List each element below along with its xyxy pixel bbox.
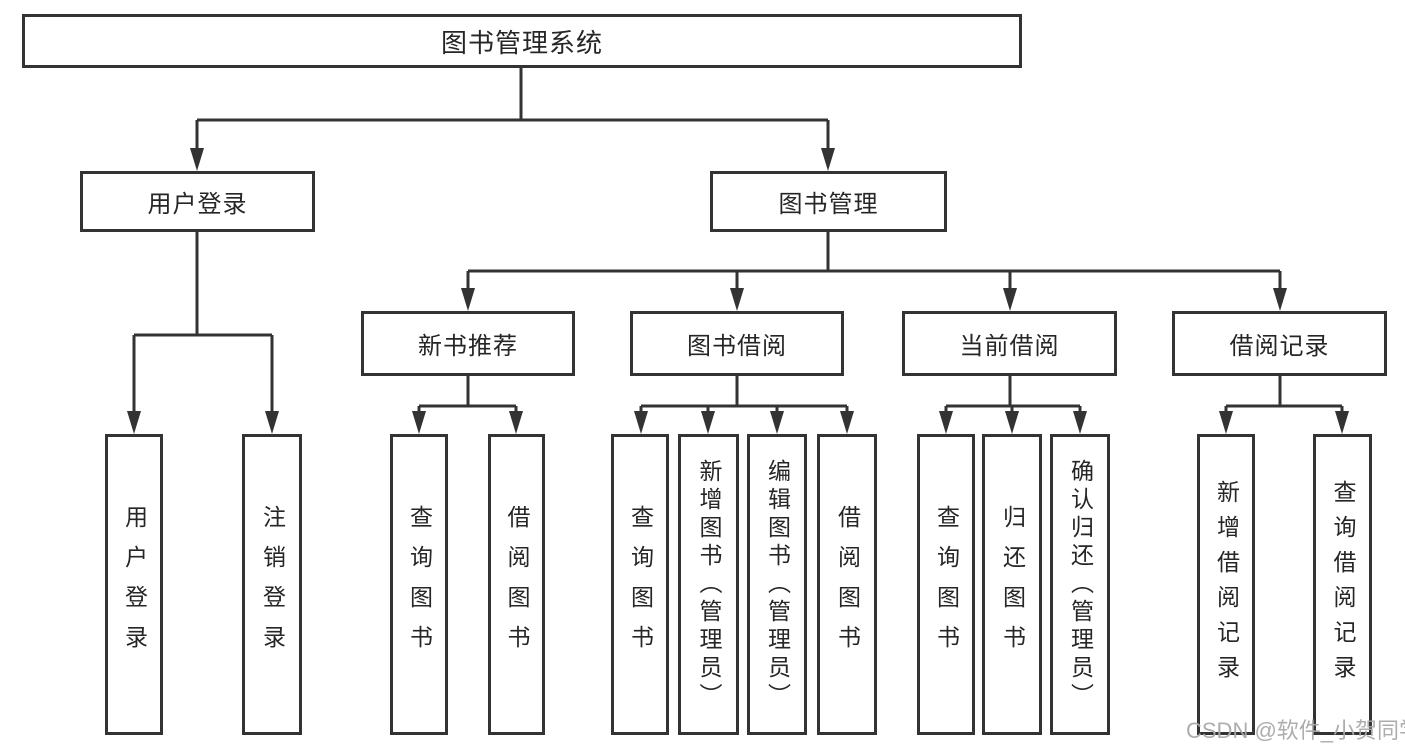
node-label: 新增借阅记录 [1213, 479, 1240, 690]
node-label: 注销登录 [259, 504, 286, 665]
node-label: 查询图书 [406, 504, 433, 665]
node-borrow-record: 借阅记录 [1172, 311, 1387, 376]
node-label: 借阅图书 [834, 504, 861, 665]
leaf-nb-borrow-books: 借阅图书 [488, 434, 545, 735]
leaf-bb-add-books-admin: 新增图书（管理员） [678, 434, 739, 735]
leaf-user-login: 用户登录 [105, 434, 163, 735]
node-new-book-recommend: 新书推荐 [361, 311, 575, 376]
node-label: 图书管理系统 [440, 27, 603, 58]
node-label: 用户登录 [147, 191, 248, 218]
node-label: 查询借阅记录 [1330, 479, 1356, 690]
leaf-bb-edit-books-admin: 编辑图书（管理员） [747, 434, 807, 735]
node-label: 确认归还（管理员） [1067, 458, 1094, 711]
node-label: 查询图书 [933, 504, 960, 665]
node-book-management: 图书管理 [710, 171, 947, 232]
leaf-br-add-record: 新增借阅记录 [1197, 434, 1255, 735]
node-label: 归还图书 [999, 504, 1026, 665]
node-label: 借阅图书 [504, 504, 530, 665]
leaf-bb-borrow-books: 借阅图书 [817, 434, 877, 735]
node-label: 图书管理 [778, 191, 879, 218]
leaf-bb-query-books: 查询图书 [611, 434, 669, 735]
leaf-cb-query-books: 查询图书 [917, 434, 975, 735]
leaf-br-query-record: 查询借阅记录 [1313, 434, 1372, 735]
node-label: 借阅记录 [1229, 333, 1330, 360]
node-current-borrow: 当前借阅 [902, 311, 1117, 376]
node-label: 当前借阅 [959, 333, 1060, 360]
leaf-nb-query-books: 查询图书 [390, 434, 448, 735]
leaf-cb-confirm-return-admin: 确认归还（管理员） [1050, 434, 1110, 735]
csdn-watermark: CSDN @软件_小贺同学 [1186, 718, 1405, 743]
node-label: 图书借阅 [687, 333, 787, 360]
node-label: 新增图书（管理员） [696, 458, 722, 711]
node-book-borrow: 图书借阅 [630, 311, 844, 376]
node-label: 编辑图书（管理员） [764, 458, 791, 711]
node-user-login: 用户登录 [80, 171, 315, 232]
node-label: 用户登录 [121, 504, 148, 665]
node-label: 新书推荐 [418, 333, 518, 360]
leaf-logout: 注销登录 [242, 434, 302, 735]
node-root-system: 图书管理系统 [22, 14, 1022, 68]
leaf-cb-return-books: 归还图书 [982, 434, 1042, 735]
node-label: 查询图书 [627, 504, 654, 665]
